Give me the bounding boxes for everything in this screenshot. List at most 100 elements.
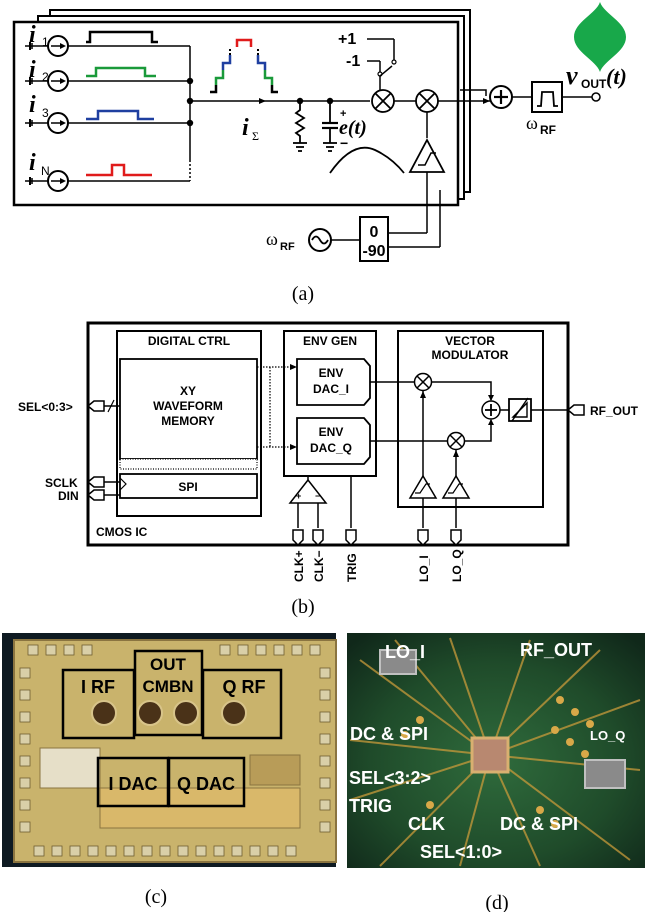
adder (489, 85, 513, 109)
memory-line-2: WAVEFORM (153, 399, 223, 413)
label-out: OUT (150, 655, 187, 674)
multiplier-rf (415, 89, 439, 113)
frame-front (12, 20, 460, 207)
caption-a: (a) (292, 283, 314, 305)
pcb-label-lo-q: LO_Q (590, 728, 625, 743)
pcb-label-clk: CLK (408, 814, 445, 834)
staircase-black-right (270, 85, 278, 94)
resistor (293, 97, 307, 152)
env-dac-i (296, 358, 371, 406)
staircase-blue-left (221, 55, 232, 70)
current-source-1 (25, 35, 190, 57)
current-label-3: i (29, 92, 36, 118)
pin-sel (86, 399, 120, 413)
dac-i-line-2: DAC_I (313, 382, 349, 396)
spi-box (119, 473, 258, 499)
pcb-label-rf-out: RF_OUT (520, 640, 592, 660)
svg-text:−: − (315, 491, 320, 501)
rf-burst-icon (574, 2, 626, 72)
omega-rf-sub: RF (540, 123, 556, 137)
vecmod-line-1: VECTOR (445, 334, 495, 348)
i-sigma-label: i (242, 115, 249, 141)
sel-label: SEL<0:3> (18, 400, 73, 414)
error-label: e(t) (339, 117, 367, 139)
sclk-label: SCLK (45, 476, 78, 490)
i-sigma-sub: Σ (252, 129, 259, 143)
vout-label: v (566, 61, 578, 90)
din-label: DIN (58, 489, 79, 503)
caption-c: (c) (145, 886, 167, 908)
clk-minus-label: CLK− (312, 550, 326, 582)
dac-i-line-1: ENV (319, 366, 344, 380)
clk-buffer: + − (288, 476, 328, 528)
capacitor (322, 97, 338, 152)
omega-lo-label: ω (266, 229, 278, 249)
output-terminal (591, 92, 601, 102)
pulse-ch3 (86, 109, 154, 121)
pin-rf-out (566, 404, 585, 416)
staircase-green-left (214, 70, 225, 85)
label-q-dac: Q DAC (177, 774, 235, 794)
current-source-3 (25, 112, 190, 134)
caption-b: (b) (291, 596, 314, 618)
pin-din (86, 489, 120, 501)
phase-90: -90 (362, 243, 385, 260)
current-label-n: i (29, 150, 36, 176)
phase-0: 0 (370, 224, 379, 241)
plus-mark: + (340, 108, 346, 120)
phase-splitter (359, 216, 389, 262)
lo-i-label: LO_I (417, 555, 431, 582)
vout-arg: (t) (606, 64, 627, 89)
waveform-memory-box (119, 358, 258, 460)
bottom-pins (292, 529, 462, 547)
env-dac-q (296, 417, 371, 465)
staircase-green-right (263, 70, 274, 85)
pcb-label-lo-i: LO_I (385, 642, 425, 662)
clk-plus-label: CLK+ (292, 550, 306, 582)
connector-lo-i (379, 649, 417, 675)
svg-text:+: + (296, 491, 301, 501)
die-inductors (91, 700, 247, 726)
current-source-2 (25, 70, 190, 92)
minus-mark: − (340, 135, 348, 151)
label-i-rf: I RF (81, 677, 115, 697)
lo-i-buffer (408, 391, 438, 528)
plus-one-label: +1 (338, 31, 356, 48)
variable-gain-amp (508, 397, 532, 422)
pcb-label-trig: TRIG (349, 796, 392, 816)
memory-line-3: MEMORY (161, 414, 215, 428)
vecmod-line-2: MODULATOR (432, 348, 509, 362)
pcb-label-sel-32: SEL<3:2> (349, 768, 431, 788)
pin-sclk (86, 476, 120, 488)
pcb-label-sel-10: SEL<1:0> (420, 842, 502, 862)
multiplier-sign (371, 89, 395, 113)
die-region-bottom (99, 787, 301, 829)
current-label-1: i (29, 22, 36, 48)
rf-out-label: RF_OUT (590, 404, 639, 418)
block-q-rf (201, 668, 283, 740)
dac-q-line-2: DAC_Q (310, 441, 352, 455)
pulse-ch1 (86, 30, 158, 44)
omega-rf-label: ω (526, 113, 538, 133)
pulse-chn (86, 163, 152, 177)
panel-d: LO_I RF_OUT DC & SPI LO_Q SEL<3:2> TRIG … (347, 633, 645, 912)
panel-b: CMOS IC DIGITAL CTRL XY WAVEFORM MEMORY … (18, 321, 639, 618)
current-sub-2: 2 (42, 70, 49, 84)
mixer-q (446, 431, 466, 451)
omega-lo-sub: RF (280, 241, 295, 253)
die-pads (19, 644, 331, 857)
bandpass-filter (531, 81, 563, 113)
staircase-blue-right (256, 55, 267, 70)
dac-q-line-1: ENV (319, 425, 344, 439)
connector-lo-q (584, 759, 626, 789)
pulse-ch2 (86, 66, 156, 78)
lo-q-label: LO_Q (450, 549, 464, 582)
panel-c: I RF OUT CMBN Q RF I DAC Q DAC (c) (2, 633, 337, 908)
staircase-black-left (210, 85, 218, 94)
block-q-dac (167, 756, 246, 808)
pcb-label-dc-spi-1: DC & SPI (350, 724, 428, 744)
current-sub-n: N (41, 164, 50, 178)
current-sub-1: 1 (42, 35, 49, 49)
current-label-2: i (29, 57, 36, 83)
